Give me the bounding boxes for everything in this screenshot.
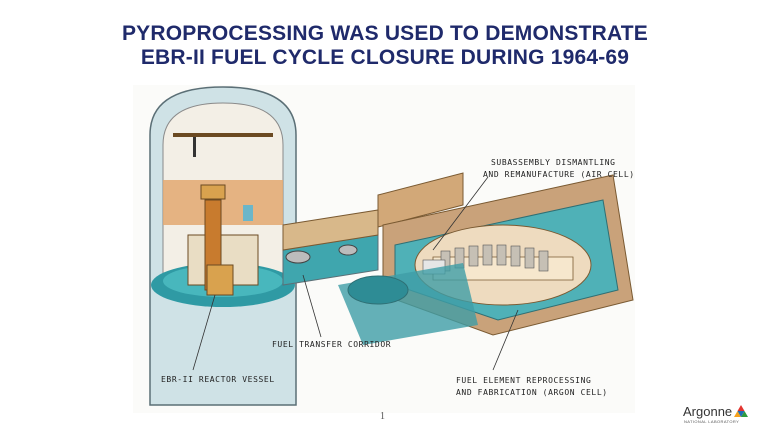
label-reactor-vessel: EBR-II REACTOR VESSEL (161, 375, 275, 384)
label-reprocessing-line1: FUEL ELEMENT REPROCESSING (456, 376, 591, 385)
argonne-logo: Argonne NATIONAL LABORATORY (683, 404, 763, 428)
argonne-triangle-icon (734, 405, 748, 417)
label-reprocessing-line2: AND FABRICATION (ARGON CELL) (456, 388, 608, 397)
ebr2-facility-diagram: SUBASSEMBLY DISMANTLING AND REMANUFACTUR… (133, 85, 635, 413)
fuel-transfer-corridor (282, 209, 379, 286)
logo-wordmark: Argonne (683, 404, 733, 419)
leader-lines (192, 176, 519, 371)
slide-title: PYROPROCESSING WAS USED TO DEMONSTRATE E… (0, 22, 770, 70)
logo-subtitle: NATIONAL LABORATORY (684, 419, 740, 424)
page-number: 1 (380, 411, 385, 422)
fuel-cycle-facility (338, 172, 634, 345)
label-subassembly-line2: AND REMANUFACTURE (AIR CELL) (483, 170, 635, 179)
label-subassembly-line1: SUBASSEMBLY DISMANTLING (491, 158, 616, 167)
reactor-building (149, 86, 297, 406)
slide-title-line1: PYROPROCESSING WAS USED TO DEMONSTRATE (121, 22, 649, 45)
slide-title-line2: EBR-II FUEL CYCLE CLOSURE DURING 1964-69 (140, 46, 630, 69)
label-fuel-transfer: FUEL TRANSFER CORRIDOR (272, 340, 391, 349)
